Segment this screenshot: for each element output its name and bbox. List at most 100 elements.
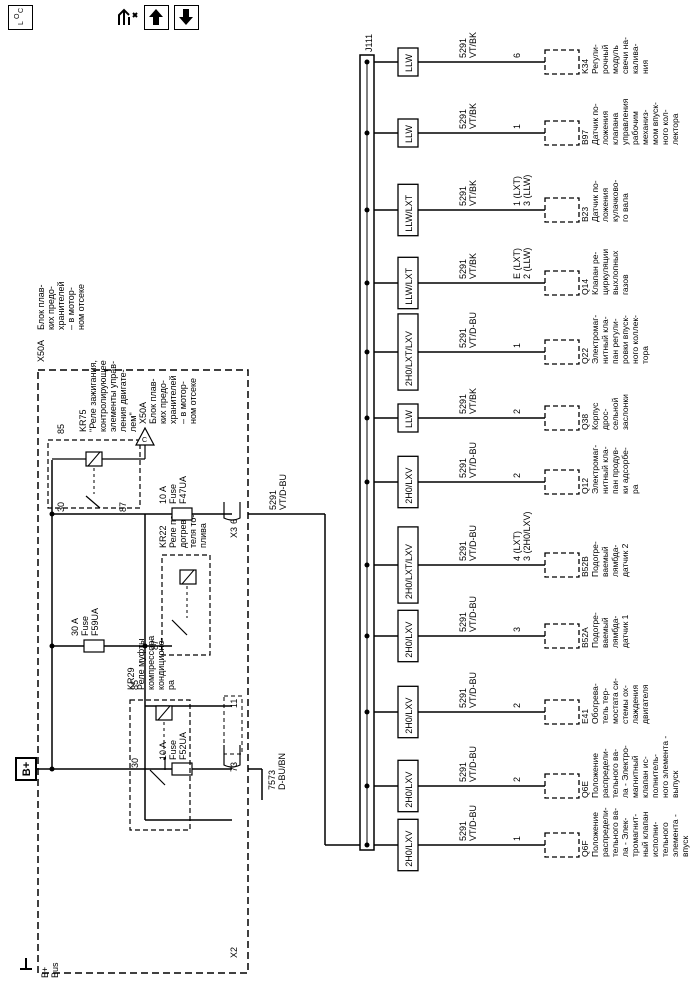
svg-text:VT/D-BU: VT/D-BU	[468, 672, 478, 708]
svg-text:B52A: B52A	[580, 627, 590, 648]
svg-text:2: 2	[512, 777, 522, 782]
option-label: LLW/LXT	[404, 194, 414, 231]
svg-text:Электромаг-: Электромаг-	[590, 315, 600, 364]
option-box	[397, 47, 419, 77]
svg-text:Q6F: Q6F	[580, 840, 590, 857]
svg-text:исполни-: исполни-	[650, 821, 660, 857]
svg-text:тель тер-: тель тер-	[600, 688, 610, 724]
svg-text:теля то-: теля то-	[188, 515, 198, 548]
splice-node	[364, 562, 370, 568]
kr75-pin-87: 87	[118, 502, 128, 512]
svg-text:газов: газов	[620, 274, 630, 295]
svg-text:элементы управ-: элементы управ-	[108, 361, 118, 432]
svg-text:Реле муфты: Реле муфты	[136, 638, 146, 690]
device-box	[544, 49, 580, 75]
svg-text:ния: ния	[640, 60, 650, 74]
svg-text:Электромаг-: Электромаг-	[590, 445, 600, 494]
svg-text:10 A: 10 A	[158, 742, 168, 760]
connector-pin-label: E (LXT)2 (LLW)	[512, 248, 532, 279]
branch-nav-icon	[118, 8, 138, 25]
svg-text:5291: 5291	[458, 458, 468, 478]
svg-text:Регули-: Регули-	[590, 44, 600, 74]
svg-text:VT/BK: VT/BK	[468, 253, 478, 279]
svg-text:циркуляции: циркуляции	[600, 249, 610, 295]
option-label: 2H0/LXV	[404, 622, 414, 658]
svg-text:5291: 5291	[458, 328, 468, 348]
svg-text:KR29: KR29	[126, 667, 136, 690]
option-label: LLW	[404, 54, 414, 72]
svg-text:модуль: модуль	[610, 45, 620, 74]
splice-node	[364, 633, 370, 639]
svg-text:5291: 5291	[458, 612, 468, 632]
location-button[interactable]: L O C	[8, 5, 33, 30]
svg-text:VT/D-BU: VT/D-BU	[468, 596, 478, 632]
svg-text:F52UA: F52UA	[178, 732, 188, 760]
connector-pin-label: 1 (LXT)3 (LLW)	[512, 175, 532, 206]
svg-text:F47UA: F47UA	[178, 476, 188, 504]
kr75-label: KR75 "Реле зажигания, контролирующее эле…	[78, 360, 138, 432]
connector-pin-label: 4 (LXT)3 (2H0/LXV)	[512, 511, 532, 561]
svg-text:ра: ра	[166, 680, 176, 690]
svg-text:– в мотор-: – в мотор-	[66, 287, 76, 330]
option-box	[397, 818, 419, 872]
navigate-button[interactable]	[115, 5, 141, 31]
svg-text:распредели-: распредели-	[600, 748, 610, 798]
svg-text:VT/BK: VT/BK	[468, 180, 478, 206]
splice-node	[364, 709, 370, 715]
down-arrow-button[interactable]	[174, 5, 199, 30]
svg-text:магнитный: магнитный	[630, 755, 640, 798]
svg-text:2: 2	[512, 473, 522, 478]
svg-text:Fuse: Fuse	[168, 740, 178, 760]
svg-text:хранителей: хранителей	[168, 375, 178, 424]
option-box	[397, 526, 419, 604]
svg-text:VT/D-BU: VT/D-BU	[468, 312, 478, 348]
option-box	[397, 609, 419, 663]
device-box	[544, 552, 580, 578]
kr75-pin-85: 85	[56, 424, 66, 434]
svg-text:Q6E: Q6E	[580, 781, 590, 798]
splice-node	[364, 415, 370, 421]
svg-text:плива: плива	[198, 523, 208, 548]
svg-text:нитный кла-: нитный кла-	[600, 316, 610, 364]
svg-text:заслонки: заслонки	[620, 394, 630, 430]
svg-text:компрессора: компрессора	[146, 636, 156, 690]
svg-text:Bus: Bus	[50, 962, 60, 978]
svg-text:ный клапан: ный клапан	[640, 811, 650, 857]
device-box	[544, 699, 580, 725]
option-box	[397, 455, 419, 509]
svg-text:Подогре-: Подогре-	[590, 612, 600, 648]
up-arrow-button[interactable]	[144, 5, 169, 30]
svg-text:5291: 5291	[458, 259, 468, 279]
splice-node	[364, 59, 370, 65]
svg-text:3: 3	[512, 627, 522, 632]
svg-text:дрос-: дрос-	[600, 408, 610, 430]
svg-text:клапан ис-: клапан ис-	[640, 756, 650, 798]
svg-text:стемы ох-: стемы ох-	[620, 685, 630, 724]
svg-text:элемента -: элемента -	[670, 814, 680, 857]
option-label: LLW	[404, 125, 414, 143]
kr29-pin-85: 85	[130, 680, 140, 690]
svg-text:5291: 5291	[458, 186, 468, 206]
svg-text:выхлопных: выхлопных	[610, 250, 620, 295]
ground-reference-symbol	[135, 426, 155, 446]
svg-text:тромагнит-: тромагнит-	[630, 814, 640, 857]
bottom-wire-label: 7573 D-BU/BN	[267, 753, 287, 790]
svg-text:Положение: Положение	[590, 812, 600, 857]
option-box	[397, 183, 419, 237]
svg-text:тельного ва-: тельного ва-	[610, 808, 620, 857]
